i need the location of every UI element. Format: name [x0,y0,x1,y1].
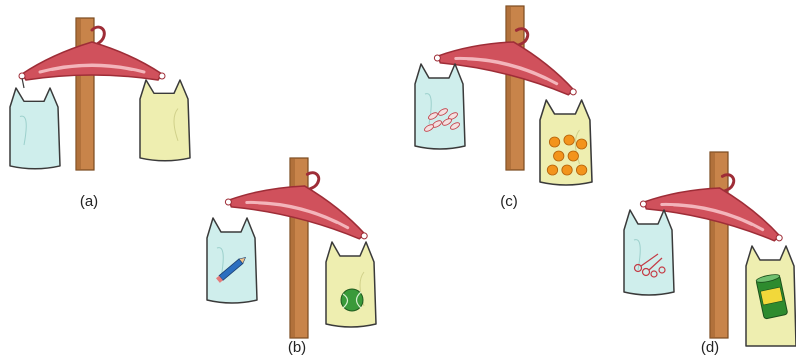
panel-c [415,6,592,185]
left-bag [207,218,257,303]
left-bag [624,210,674,295]
caption-c: (c) [500,193,518,210]
caption-d: (d) [701,339,719,356]
right-bag [746,246,796,346]
right-bag [326,242,376,327]
right-bag [540,100,592,185]
panel-b [207,154,379,338]
left-bag [10,88,60,169]
tennis-ball-icon [341,289,363,311]
caption-b: (b) [288,339,306,356]
panel-a [10,18,190,170]
panel-d [624,152,796,346]
left-bag [415,64,465,149]
right-bag [140,80,190,161]
caption-a: (a) [80,193,98,210]
